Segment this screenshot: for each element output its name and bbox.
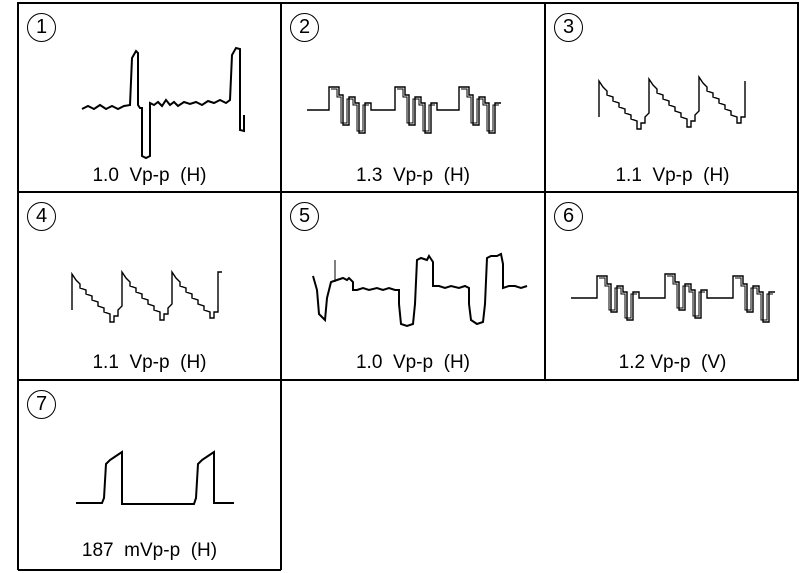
panel-number-1: 1 xyxy=(27,13,56,42)
waveform-4 xyxy=(71,269,222,323)
waveform-panel-6: 6 1.2 Vp-p (V) xyxy=(547,194,798,378)
waveform-1 xyxy=(81,46,245,160)
waveform-panel-2: 2 1.3 Vp-p (H) xyxy=(283,5,543,190)
panel-number-7: 7 xyxy=(27,390,56,419)
panel-number-6: 6 xyxy=(554,202,583,231)
panel-number-2: 2 xyxy=(290,13,319,42)
panel-number-3: 3 xyxy=(554,13,583,42)
caption-4: 1.1 Vp-p (H) xyxy=(92,352,207,373)
panel-number-5: 5 xyxy=(290,202,319,231)
waveform-panel-4: 4 1.1 Vp-p (H) xyxy=(20,194,279,378)
waveform-panel-1: 1 1.0 Vp-p (H) xyxy=(20,5,279,190)
waveform-panel-5: 5 1.0 Vp-p (H) xyxy=(283,194,543,378)
caption-1: 1.0 Vp-p (H) xyxy=(92,165,207,186)
waveform-5 xyxy=(312,252,528,328)
caption-2: 1.3 Vp-p (H) xyxy=(355,165,471,186)
waveform-6 xyxy=(571,273,775,323)
caption-3: 1.1 Vp-p (H) xyxy=(615,165,730,186)
waveform-2 xyxy=(307,86,501,134)
waveform-3 xyxy=(598,74,746,130)
caption-5: 1.0 Vp-p (H) xyxy=(355,352,471,373)
caption-7: 187 mVp-p (H) xyxy=(81,540,218,561)
caption-6: 1.2 Vp-p (V) xyxy=(618,352,727,373)
waveform-panel-7: 7 187 mVp-p (H) xyxy=(20,382,279,568)
waveform-7 xyxy=(76,450,234,505)
waveform-panel-3: 3 1.1 Vp-p (H) xyxy=(547,5,798,190)
panel-number-4: 4 xyxy=(27,202,56,231)
